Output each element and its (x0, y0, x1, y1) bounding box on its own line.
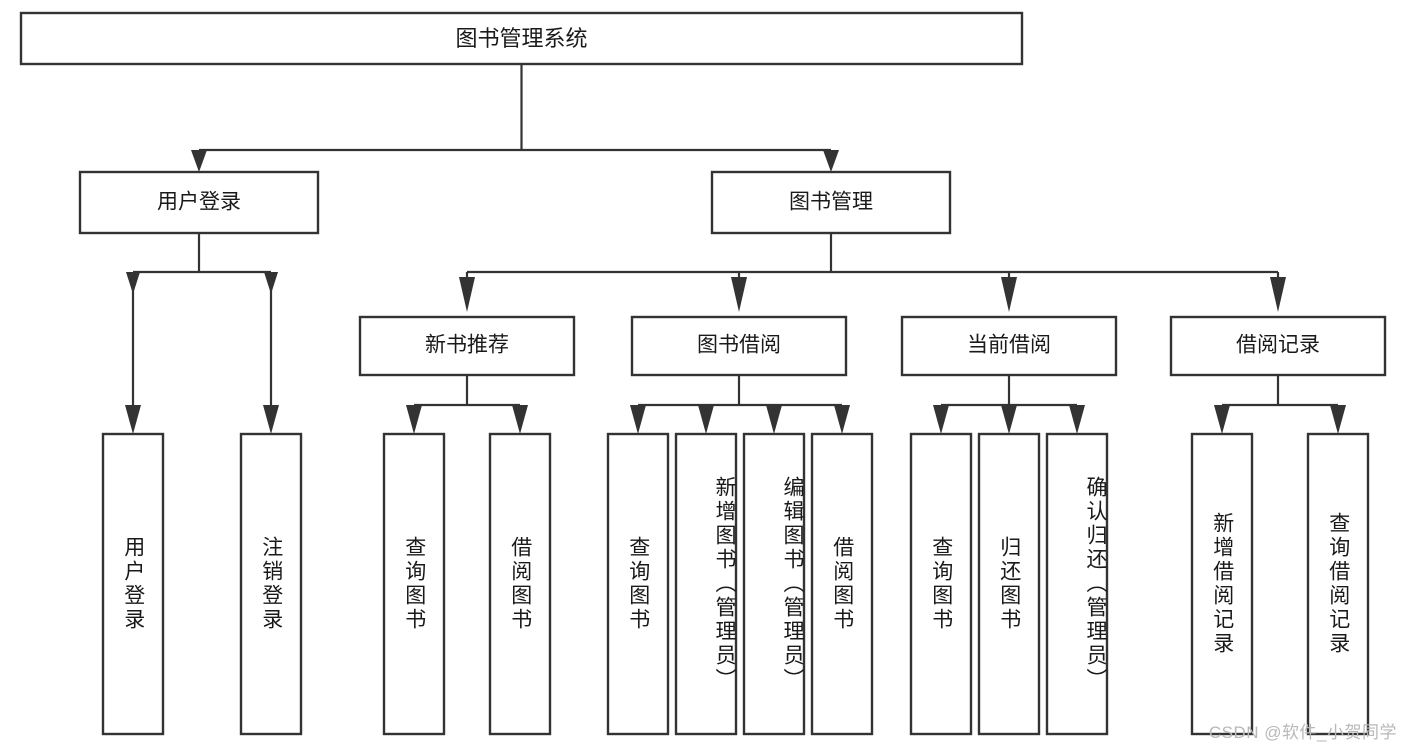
node-new-book-recommend-box[interactable] (358, 315, 576, 377)
leaf-box-borrow-book-2[interactable] (810, 432, 874, 736)
node-root-box[interactable] (19, 11, 1024, 66)
arrowhead-leaf-query-book-2 (630, 405, 646, 434)
arrowhead-leaf-return-book (1001, 405, 1017, 434)
node-user-login-box[interactable] (78, 170, 320, 235)
arrowhead-book-manage (823, 150, 839, 172)
arrowhead-drop-leaf-user-login (125, 405, 141, 434)
arrowhead-leaf-borrow-book-2 (834, 405, 850, 434)
leaf-box-add-record[interactable] (1190, 432, 1254, 736)
node-user-login[interactable]: 用户登录 (78, 170, 320, 235)
leaf-box-query-book-2[interactable] (606, 432, 670, 736)
leaf-box-query-book-3[interactable] (909, 432, 973, 736)
node-book-manage-box[interactable] (710, 170, 952, 235)
node-user-login-label: 用户登录 (157, 191, 241, 214)
node-root-label: 图书管理系统 (455, 26, 587, 51)
arrowhead-leaf-add-record (1214, 405, 1230, 434)
node-borrow-record[interactable]: 借阅记录 (1169, 315, 1387, 377)
leaf-box-return-book[interactable] (977, 432, 1041, 736)
leaf-box-query-record[interactable] (1306, 432, 1370, 736)
arrowhead-book-borrow (731, 277, 747, 312)
arrowhead-leaf-borrow-book-1 (512, 405, 528, 434)
node-root[interactable]: 图书管理系统 (19, 11, 1024, 66)
leaf-box-user-login[interactable] (101, 432, 165, 736)
node-book-borrow-box[interactable] (630, 315, 848, 377)
arrowhead-leaf-confirm-return (1069, 405, 1085, 434)
arrowhead-leaf-add-book (698, 405, 714, 434)
leaf-box-logout-login[interactable] (239, 432, 303, 736)
leaf-box-query-book-1[interactable] (382, 432, 446, 736)
arrowhead-current-borrow (1001, 277, 1017, 312)
arrowhead-user-login (191, 150, 207, 172)
node-current-borrow-label: 当前借阅 (967, 334, 1051, 357)
arrowhead-new-book-recommend (459, 277, 475, 312)
node-borrow-record-box[interactable] (1169, 315, 1387, 377)
arrowhead-drop-leaf-logout-login (263, 405, 279, 434)
arrowhead-borrow-record (1270, 277, 1286, 312)
arrowhead-leaf-query-record (1330, 405, 1346, 434)
arrowhead-leaf-query-book-1 (406, 405, 422, 434)
leaf-box-add-book[interactable] (674, 432, 738, 736)
leaf-box-edit-book[interactable] (742, 432, 806, 736)
node-borrow-record-label: 借阅记录 (1236, 334, 1320, 357)
leaf-box-confirm-return[interactable] (1045, 432, 1109, 736)
node-book-borrow[interactable]: 图书借阅 (630, 315, 848, 377)
node-new-book-recommend-label: 新书推荐 (425, 334, 509, 357)
node-book-borrow-label: 图书借阅 (697, 334, 781, 357)
node-current-borrow[interactable]: 当前借阅 (900, 315, 1118, 377)
connector-group (125, 64, 1346, 434)
node-new-book-recommend[interactable]: 新书推荐 (358, 315, 576, 377)
csdn-watermark: CSDN @软件_小贺同学 (1208, 723, 1397, 742)
node-book-manage-label: 图书管理 (789, 191, 873, 214)
leaf-boxes-group (101, 432, 1370, 736)
arrowhead-leaf-query-book-3 (933, 405, 949, 434)
arrowhead-leaf-edit-book (766, 405, 782, 434)
node-book-manage[interactable]: 图书管理 (710, 170, 952, 235)
node-current-borrow-box[interactable] (900, 315, 1118, 377)
leaf-box-borrow-book-1[interactable] (488, 432, 552, 736)
